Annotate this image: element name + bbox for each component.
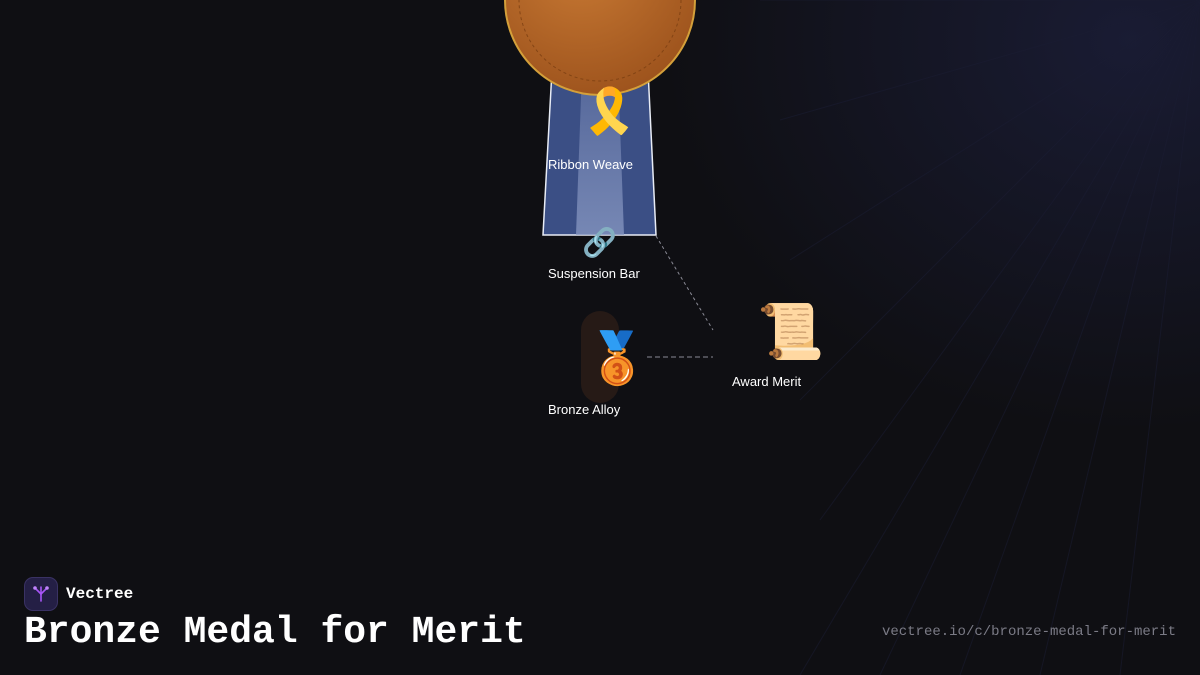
link-icon: 🔗 [582, 226, 617, 259]
brand[interactable]: Vectree [24, 577, 133, 611]
medal-disc [504, 0, 696, 96]
bronze-alloy-label: Bronze Alloy [548, 402, 621, 417]
connector-ribbon-to-merit [655, 235, 714, 331]
award-merit-label: Award Merit [732, 374, 802, 389]
vectree-tree-icon [24, 577, 58, 611]
brand-name: Vectree [66, 585, 134, 603]
ribbon-shape [542, 69, 657, 236]
scroll-icon: 📜 [757, 300, 825, 363]
page-url[interactable]: vectree.io/c/bronze-medal-for-merit [881, 624, 1176, 640]
suspension-bar-label: Suspension Bar [548, 266, 640, 281]
ribbon-icon: 🎗️ [582, 86, 637, 137]
page-title: Bronze Medal for Merit [24, 611, 526, 654]
bronze-medal-icon: 🥉 [586, 329, 649, 387]
bronze-alloy-shape [581, 311, 619, 403]
ribbon-weave-label: Ribbon Weave [548, 157, 634, 172]
